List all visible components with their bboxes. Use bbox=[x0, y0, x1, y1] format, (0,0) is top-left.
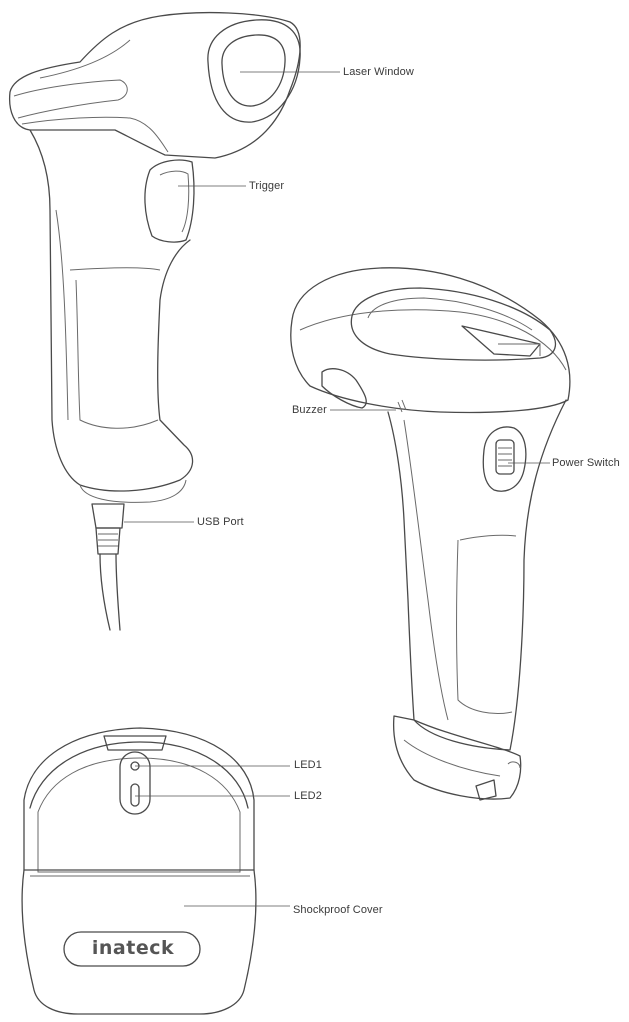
scanner2-base-outline bbox=[392, 715, 522, 800]
label-trigger: Trigger bbox=[249, 180, 285, 192]
usb-cable bbox=[99, 553, 111, 631]
scanner2-top-window bbox=[350, 287, 557, 361]
brand-logo-text: inateck bbox=[91, 937, 175, 959]
power-switch-slider bbox=[495, 439, 515, 475]
trigger-outline bbox=[144, 159, 195, 243]
scanner2-head-outline bbox=[290, 267, 571, 414]
label-buzzer: Buzzer bbox=[292, 404, 327, 416]
power-switch-housing bbox=[482, 426, 527, 492]
label-laser-window: Laser Window bbox=[343, 66, 414, 78]
usb-connector bbox=[91, 503, 125, 529]
led2-indicator bbox=[130, 783, 140, 807]
label-usb-port: USB Port bbox=[197, 516, 244, 528]
cradle-outline bbox=[21, 727, 257, 1015]
leader-lines bbox=[124, 71, 550, 907]
scanner-angled-view bbox=[290, 267, 571, 801]
cradle-view bbox=[21, 727, 257, 1015]
scanner-side-view bbox=[8, 12, 301, 631]
label-power-switch: Power Switch bbox=[552, 457, 620, 469]
label-led1: LED1 bbox=[294, 759, 322, 771]
laser-window-outer bbox=[207, 19, 301, 123]
led-panel bbox=[119, 751, 151, 815]
scanner2-handle-outline bbox=[387, 399, 567, 751]
label-shockproof-cover: Shockproof Cover bbox=[293, 904, 383, 916]
scanner-head-outline bbox=[8, 12, 301, 159]
scanner-handle-outline bbox=[29, 129, 194, 492]
brand-badge bbox=[63, 931, 201, 967]
laser-window-inner bbox=[221, 34, 286, 107]
label-led2: LED2 bbox=[294, 790, 322, 802]
